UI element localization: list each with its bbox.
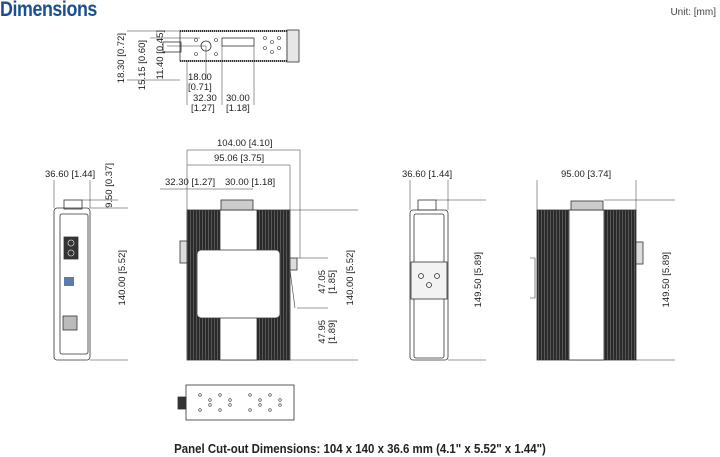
front-upper-in: [1.85] xyxy=(327,270,338,294)
right-width-dim: 36.60 [1.44] xyxy=(402,169,453,180)
front-lower-in: [1.89] xyxy=(327,320,338,344)
unit-label: Unit: [mm] xyxy=(670,7,716,18)
left-width-dim: 36.60 [1.44] xyxy=(45,169,96,180)
dim-11-40: 11.40 [0.45] xyxy=(155,30,166,80)
front-view xyxy=(160,149,358,361)
front-offset2: 30.00 [1.18] xyxy=(225,177,276,188)
front-offset1: 32.30 [1.27] xyxy=(165,177,216,188)
dim-30-00-in: [1.18] xyxy=(226,103,250,114)
dim-15-15: 15.15 [0.60] xyxy=(137,40,148,91)
rear-width-dim: 95.00 [3.74] xyxy=(561,169,612,180)
top-view xyxy=(127,29,300,105)
right-view xyxy=(409,180,486,361)
dim-32-30: 32.30 xyxy=(193,93,217,104)
dim-30-00: 30.00 xyxy=(226,93,250,104)
panel-cutout-caption: Panel Cut-out Dimensions: 104 x 140 x 36… xyxy=(174,441,546,456)
right-height-dim: 149.50 [5.89] xyxy=(473,252,484,308)
dim-32-30-in: [1.27] xyxy=(191,103,215,114)
left-din-dim: 9.50 [0.37] xyxy=(104,163,115,208)
dim-18-00: 18.00 xyxy=(188,72,212,83)
rear-view xyxy=(530,180,675,361)
dim-18-30: 18.30 [0.72] xyxy=(116,33,127,84)
rear-height-dim: 149.50 [5.89] xyxy=(661,252,672,308)
left-view xyxy=(53,180,128,361)
front-body-width: 95.06 [3.75] xyxy=(214,153,265,164)
left-height-dim: 140.00 [5.52] xyxy=(117,250,128,306)
dim-18-00-in: [0.71] xyxy=(188,82,212,93)
bottom-view xyxy=(177,384,295,421)
front-overall-width: 104.00 [4.10] xyxy=(217,138,273,149)
front-height-dim: 140.00 [5.52] xyxy=(345,250,356,306)
page-title: Dimensions xyxy=(0,0,97,21)
